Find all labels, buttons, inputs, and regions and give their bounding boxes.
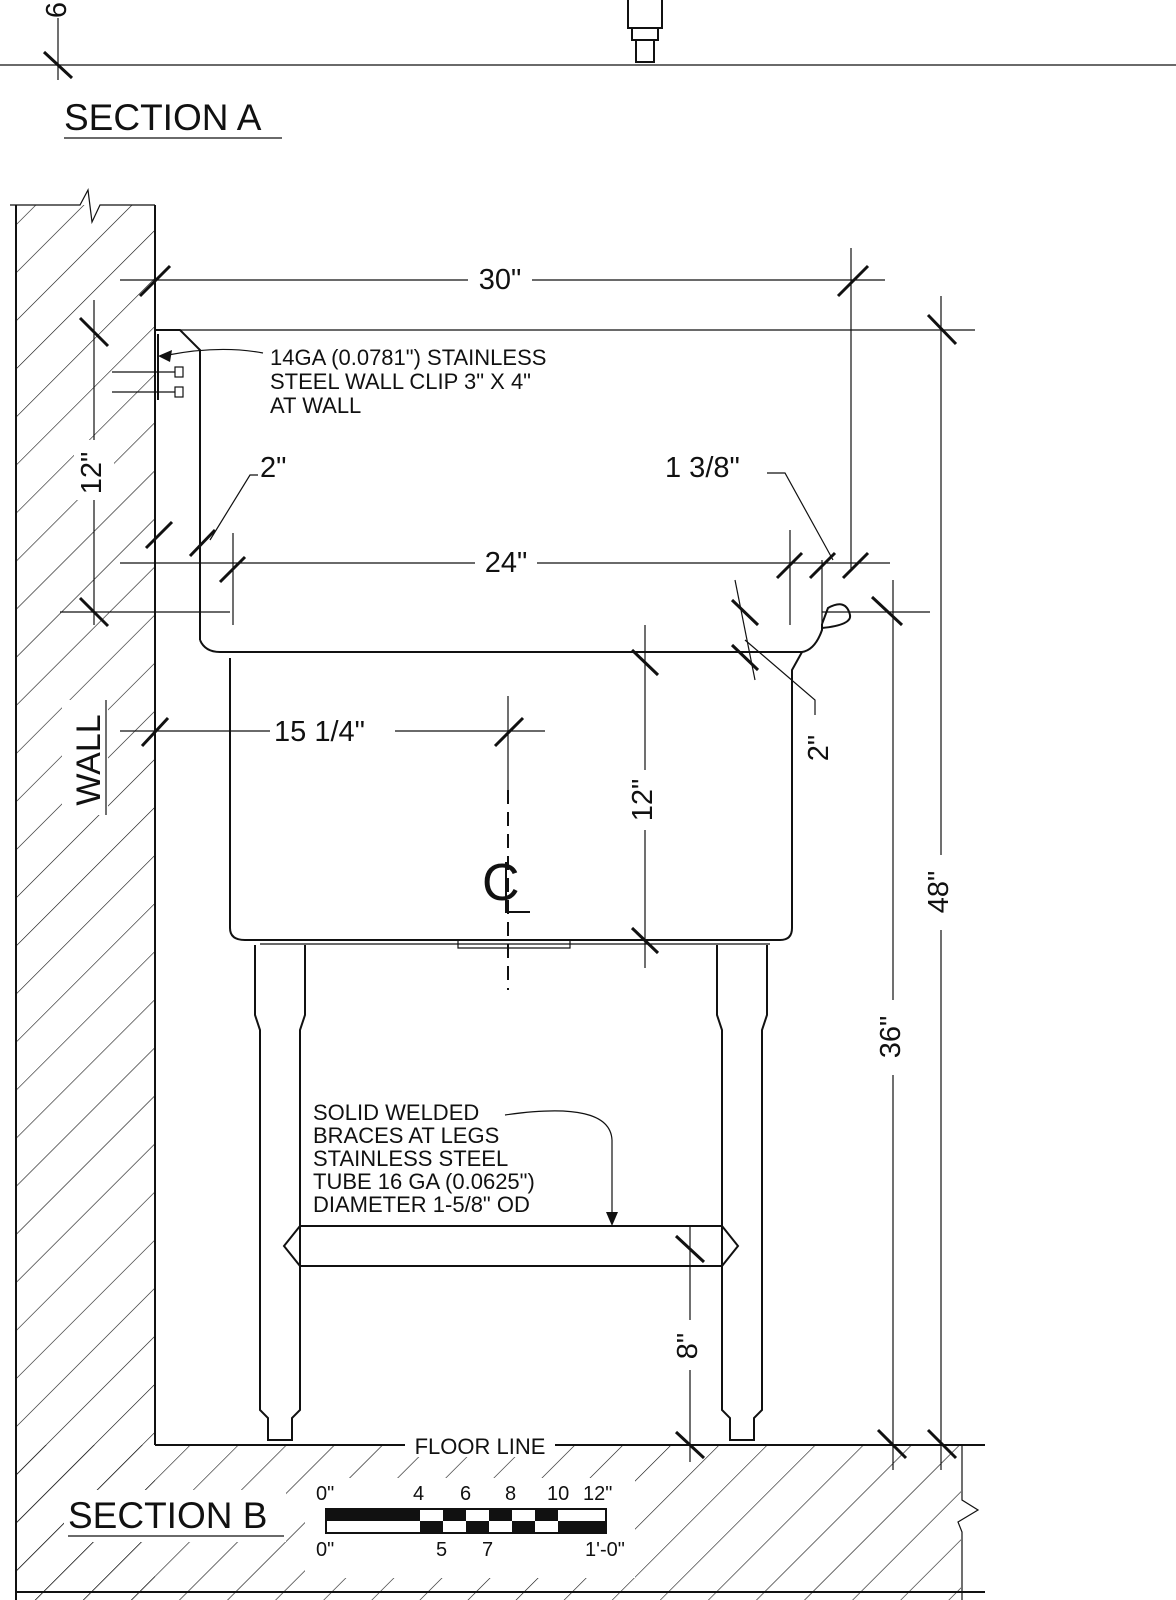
scale-top-12: 12"	[583, 1483, 612, 1505]
dim-bowl-width: 24"	[485, 547, 528, 579]
wall	[10, 188, 156, 1600]
brace-note-line-1: SOLID WELDED	[313, 1100, 479, 1125]
dim-counter-height: 36"	[875, 1016, 907, 1059]
scale-top-4: 4	[413, 1483, 424, 1505]
scale-top-6: 6	[460, 1483, 471, 1505]
dim-centerline-offset: 15 1/4"	[274, 716, 365, 748]
scale-bottom-1ft: 1'-0"	[585, 1539, 625, 1561]
scale-bottom-0: 0"	[316, 1539, 334, 1561]
scale-top-0: 0"	[316, 1483, 334, 1505]
scale-top-8: 8	[505, 1483, 516, 1505]
dim-brace-height: 8"	[672, 1333, 704, 1359]
section-a-title: SECTION A	[64, 97, 262, 138]
wall-label: WALL	[70, 714, 108, 805]
dim-backsplash-height: 12"	[76, 452, 108, 495]
centerline-symbol: C	[482, 854, 520, 912]
scale-top-10: 10	[547, 1483, 569, 1505]
brace-note-line-4: TUBE 16 GA (0.0625")	[313, 1169, 535, 1194]
brace-note: SOLID WELDED BRACES AT LEGS STAINLESS ST…	[313, 1100, 535, 1217]
scale-bottom-7: 7	[482, 1539, 493, 1561]
dim-overall-width: 30"	[479, 264, 522, 296]
brace-note-line-2: BRACES AT LEGS	[313, 1123, 499, 1148]
brace-note-line-5: DIAMETER 1-5/8" OD	[313, 1192, 530, 1217]
section-b-title: SECTION B	[68, 1495, 267, 1536]
dim-overall-height: 48"	[923, 871, 955, 914]
wall-clip-note: 14GA (0.0781") STAINLESS STEEL WALL CLIP…	[270, 345, 546, 418]
dimension-texts: 30" 24" 2" 1 3/8" 12" 15 1/4" 12" 2" 48"…	[74, 260, 961, 1370]
wall-clip-note-line-2: STEEL WALL CLIP 3" X 4"	[270, 369, 531, 394]
dim-front-lip: 1 3/8"	[665, 452, 740, 484]
dim-backsplash-return: 2"	[260, 452, 286, 484]
centerline: C	[482, 790, 530, 990]
section-a-remnant: 6 SECTION A	[0, 0, 1176, 139]
dim-rim-drop: 2"	[803, 735, 835, 761]
sink-body	[112, 329, 852, 1441]
top-clip-digit: 6	[41, 2, 73, 18]
brace-note-line-3: STAINLESS STEEL	[313, 1146, 508, 1171]
floor-line-label: FLOOR LINE	[415, 1434, 546, 1459]
scale-bottom-5: 5	[436, 1539, 447, 1561]
wall-clip-note-line-3: AT WALL	[270, 393, 361, 418]
dim-bowl-depth: 12"	[627, 779, 659, 822]
scale-bar: 0" 4 6 8 10 12" 0" 5 7 1'-0"	[305, 1478, 635, 1578]
wall-clip-note-line-1: 14GA (0.0781") STAINLESS	[270, 345, 546, 370]
